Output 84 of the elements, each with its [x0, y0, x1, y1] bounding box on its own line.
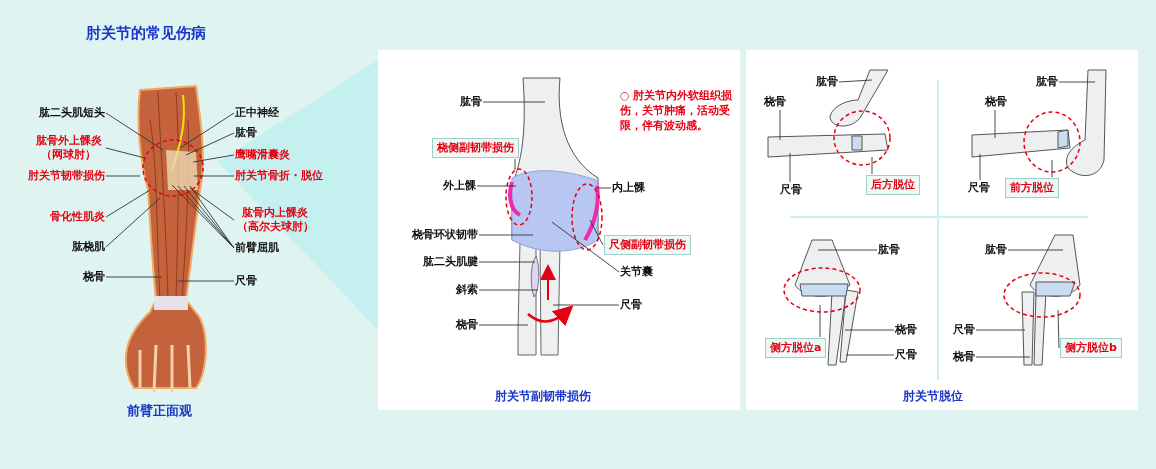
leader-line [105, 276, 163, 278]
leader-line [1007, 249, 1064, 251]
part-label: 肱骨 [235, 126, 257, 140]
part-label: 尺骨 [895, 348, 917, 362]
leader-line [551, 221, 620, 273]
callout-box: 尺侧副韧带损伤 [604, 235, 691, 255]
leader-line [105, 147, 146, 159]
part-label: 内上髁 [612, 181, 645, 195]
leader-line [975, 329, 1026, 331]
part-label: 关节囊 [620, 265, 653, 279]
condition-label: 鹰嘴滑囊炎 [235, 148, 290, 162]
part-label: 尺骨 [968, 181, 990, 195]
leader-line [478, 324, 529, 326]
callout-box: 前方脱位 [1005, 178, 1059, 198]
leader-line [779, 109, 781, 141]
condition-label: 肘关节韧带损伤 [28, 169, 105, 183]
leader-line [838, 79, 873, 83]
leader-line [1051, 159, 1053, 178]
part-label: 桡骨 [764, 95, 786, 109]
leader-line [478, 234, 534, 236]
leader-line [478, 261, 536, 263]
leader-line [979, 153, 981, 181]
leader-line [476, 185, 517, 187]
leader-line [552, 304, 620, 306]
part-label: 肱骨 [460, 95, 482, 109]
leader-line [819, 304, 821, 338]
condition-label: 肱骨内上髁炎（高尔夫球肘） [235, 206, 316, 234]
part-label: 桡骨环状韧带 [412, 228, 478, 242]
leader-line [478, 289, 539, 291]
leader-line [192, 154, 235, 163]
part-label: 桡骨 [895, 323, 917, 337]
part-label: 正中神经 [235, 106, 279, 120]
part-label: 桡骨 [985, 95, 1007, 109]
part-label: 斜索 [456, 283, 478, 297]
callout-box: 侧方脱位a [765, 338, 827, 358]
leader-line [105, 112, 164, 151]
part-label: 肱二头肌腱 [423, 255, 478, 269]
part-label: 尺骨 [235, 274, 257, 288]
note-text: ○ 肘关节内外软组织损伤，关节肿痛，活动受限，伴有波动感。 [620, 88, 734, 133]
part-label: 尺骨 [780, 183, 802, 197]
part-label: 肱骨 [985, 243, 1007, 257]
leader-line [179, 112, 235, 149]
leader-line [189, 187, 235, 221]
leader-line [193, 175, 235, 177]
leader-line [1057, 309, 1060, 349]
leader-line [596, 187, 612, 189]
panel-caption: 前臂正面观 [127, 402, 192, 420]
leader-line [185, 132, 235, 156]
callout-box: 后方脱位 [866, 175, 920, 195]
leader-line [994, 109, 996, 139]
leader-line [589, 219, 604, 246]
part-label: 桡骨 [83, 270, 105, 284]
part-label: 尺骨 [620, 298, 642, 312]
condition-label: 肱骨外上髁炎（网球肘） [32, 134, 105, 162]
condition-label: 肘关节骨折・脱位 [235, 169, 323, 183]
part-label: 肱桡肌 [72, 240, 105, 254]
part-label: 前臂屈肌 [235, 241, 279, 255]
callout-box: 桡侧副韧带损伤 [432, 138, 519, 158]
part-label: 尺骨 [953, 323, 975, 337]
leader-line [1058, 81, 1096, 83]
page-title: 肘关节的常见伤病 [86, 24, 206, 43]
leader-line [482, 101, 546, 103]
panel-caption: 肘关节副韧带损伤 [495, 388, 591, 405]
part-label: 肱骨 [816, 75, 838, 89]
leader-line [177, 280, 235, 282]
panel-caption: 肘关节脱位 [903, 388, 963, 405]
leader-line [789, 152, 791, 183]
part-label: 桡骨 [953, 350, 975, 364]
leader-line [105, 175, 141, 177]
leader-line [844, 329, 895, 331]
leader-line [105, 197, 161, 248]
part-label: 桡骨 [456, 318, 478, 332]
part-label: 肱骨 [1036, 75, 1058, 89]
leader-line [975, 356, 1031, 358]
leader-line [514, 158, 516, 171]
callout-box: 侧方脱位b [1060, 338, 1122, 358]
leader-line [871, 156, 873, 175]
leader-line [845, 354, 895, 356]
leader-line [817, 249, 878, 251]
part-label: 肱二头肌短头 [39, 106, 105, 120]
leader-line [105, 189, 151, 218]
condition-label: 骨化性肌炎 [50, 210, 105, 224]
part-label: 肱骨 [878, 243, 900, 257]
part-label: 外上髁 [443, 179, 476, 193]
